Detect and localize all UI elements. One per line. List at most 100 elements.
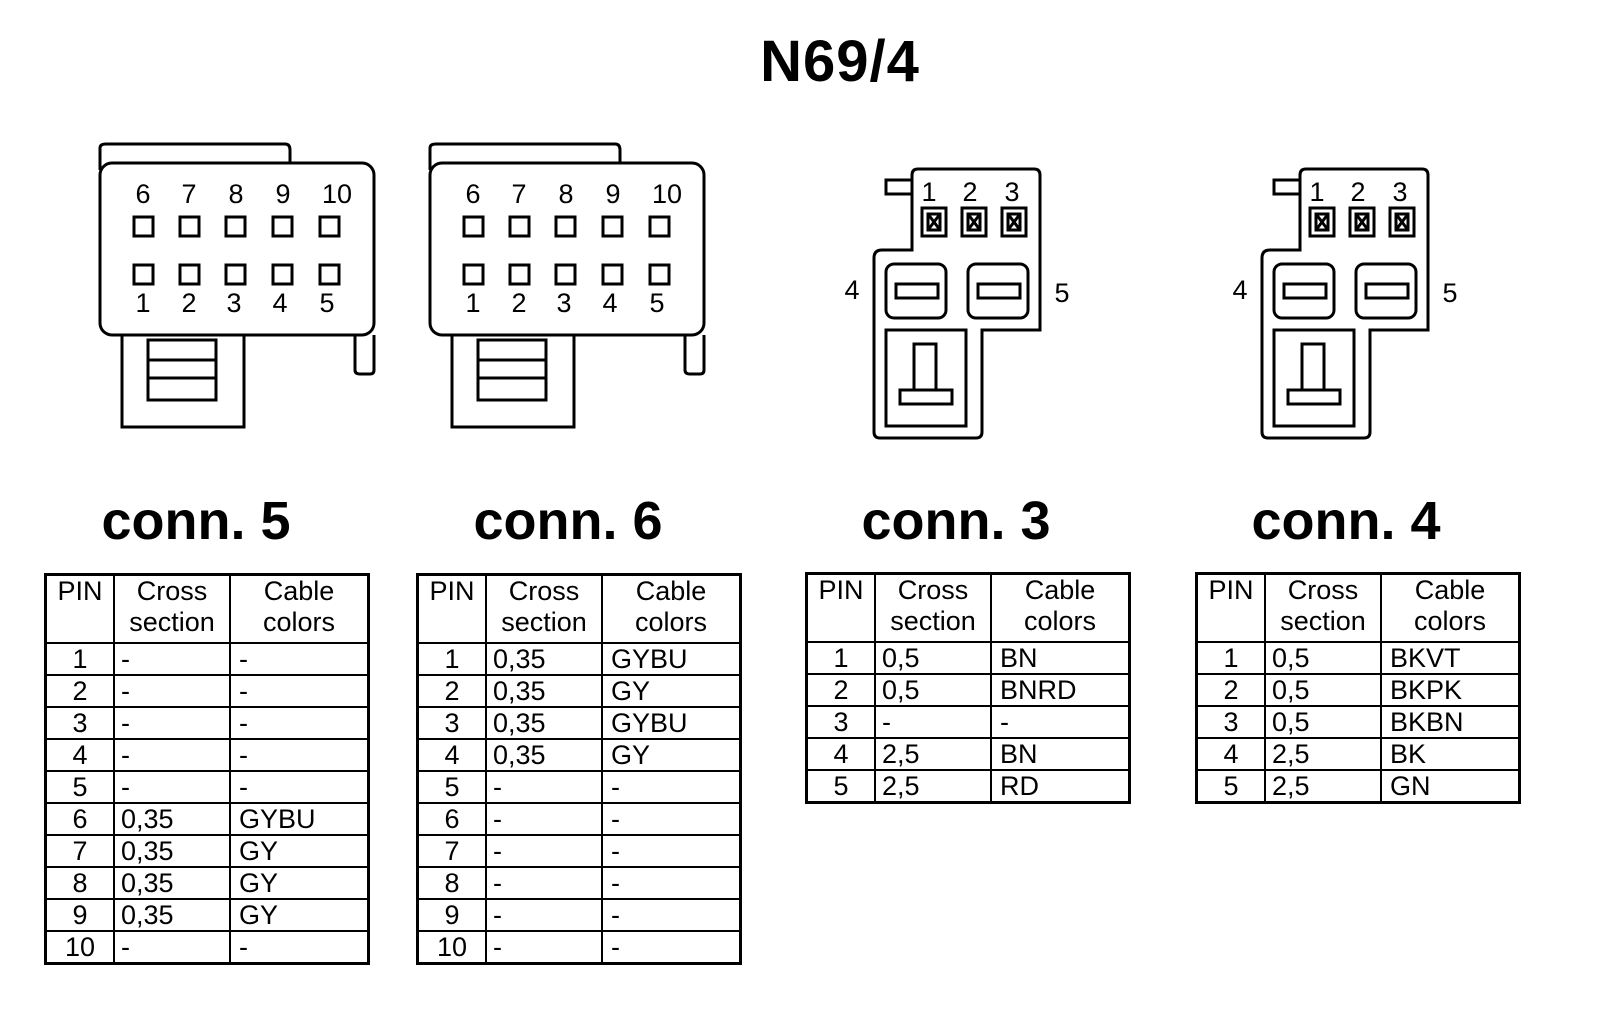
cable-color-cell: BN — [990, 737, 1131, 771]
cross-section-cell: - — [113, 706, 231, 740]
pin-number: 5 — [1442, 278, 1457, 308]
pin-number: 8 — [228, 179, 243, 209]
cable-colors-header-line: Cable — [1024, 575, 1096, 605]
cable-color-cell: RD — [990, 769, 1131, 804]
table-row: 4-- — [44, 738, 370, 772]
pin-cell: 1 — [44, 642, 115, 676]
pin-cell: 6 — [416, 802, 487, 836]
cable-color-cell: - — [601, 770, 742, 804]
pin-cell: 10 — [44, 930, 115, 965]
cable-colors-header-line: Cable — [635, 576, 707, 606]
cross-section-cell: 2,5 — [1264, 737, 1382, 771]
cross-section-header-line: section — [890, 606, 976, 636]
cross-section-cell: 0,35 — [485, 642, 603, 676]
pin-cell: 4 — [1195, 737, 1266, 771]
cable-color-cell: GN — [1380, 769, 1521, 804]
pin-cell: 1 — [805, 641, 876, 675]
cross-section-cell: 0,35 — [485, 706, 603, 740]
pin-number: 7 — [511, 179, 526, 209]
cross-section-cell: 0,35 — [113, 834, 231, 868]
cable-color-cell: GY — [601, 738, 742, 772]
pin-number: 4 — [602, 288, 617, 318]
cable-color-cell: - — [601, 802, 742, 836]
pin-cell: 5 — [1195, 769, 1266, 804]
pin-number: 2 — [511, 288, 526, 318]
cross-section-cell: - — [485, 866, 603, 900]
cable-color-cell: BNRD — [990, 673, 1131, 707]
cable-colors-header-line: colors — [262, 607, 336, 637]
pin-number: 2 — [181, 288, 196, 318]
pin-cell: 1 — [416, 642, 487, 676]
cross-section-header-line: section — [129, 607, 215, 637]
cross-section-cell: 0,35 — [485, 674, 603, 708]
cross-section-cell: - — [113, 930, 231, 965]
cable-color-cell: GYBU — [601, 642, 742, 676]
cross-section-cell: 0,5 — [874, 641, 992, 675]
pin-number: 3 — [1004, 177, 1019, 207]
cross-section-cell: - — [485, 770, 603, 804]
cross-section-cell: - — [874, 705, 992, 739]
cross-section-cell: 2,5 — [874, 769, 992, 804]
cross-section-header-line: section — [1280, 606, 1366, 636]
cable-color-cell: BN — [990, 641, 1131, 675]
table-row: 9-- — [416, 898, 742, 932]
cable-color-cell: GYBU — [601, 706, 742, 740]
table-row: 1-- — [44, 642, 370, 676]
pin-cell: 6 — [44, 802, 115, 836]
pin-number: 2 — [1350, 177, 1365, 207]
table-row: 2-- — [44, 674, 370, 708]
table-row: 10-- — [44, 930, 370, 965]
cross-section-cell: 0,5 — [1264, 641, 1382, 675]
pin-number: 3 — [1392, 177, 1407, 207]
pin-cell: 7 — [416, 834, 487, 868]
pin-number: 9 — [275, 179, 290, 209]
pin-cell: 2 — [805, 673, 876, 707]
pin-cell: 4 — [44, 738, 115, 772]
cable-color-cell: GYBU — [229, 802, 370, 836]
cross-section-cell: - — [485, 930, 603, 965]
connector-3-label: conn. 3 — [861, 491, 1051, 551]
pin-header: PIN — [44, 573, 115, 644]
pin-number: 10 — [652, 179, 682, 209]
table-row: 10-- — [416, 930, 742, 965]
cable-colors-header-line: colors — [1023, 606, 1097, 636]
pin-cell: 4 — [416, 738, 487, 772]
pin-cell: 9 — [416, 898, 487, 932]
cross-section-cell: 0,5 — [1264, 673, 1382, 707]
connector-4-drawing — [1260, 167, 1430, 440]
pin-cell: 3 — [805, 705, 876, 739]
cross-section-cell: 0,35 — [485, 738, 603, 772]
connector-4-label: conn. 4 — [1251, 491, 1441, 551]
cross-section-cell: - — [485, 834, 603, 868]
pin-number: 3 — [556, 288, 571, 318]
table-row: 5-- — [416, 770, 742, 804]
cross-section-cell: - — [485, 898, 603, 932]
cable-colors-header-line: colors — [1413, 606, 1487, 636]
connector-5-drawing — [98, 142, 376, 429]
cross-section-header-line: Cross — [136, 576, 208, 606]
cross-section-header-line: Cross — [508, 576, 580, 606]
table-row: 6-- — [416, 802, 742, 836]
cross-section-cell: 0,5 — [874, 673, 992, 707]
cable-color-cell: - — [229, 930, 370, 965]
pin-cell: 10 — [416, 930, 487, 965]
pin-number: 5 — [1054, 278, 1069, 308]
cross-section-cell: - — [113, 674, 231, 708]
pin-number: 4 — [844, 275, 859, 305]
cable-color-cell: - — [601, 866, 742, 900]
page-title: N69/4 — [760, 29, 920, 94]
